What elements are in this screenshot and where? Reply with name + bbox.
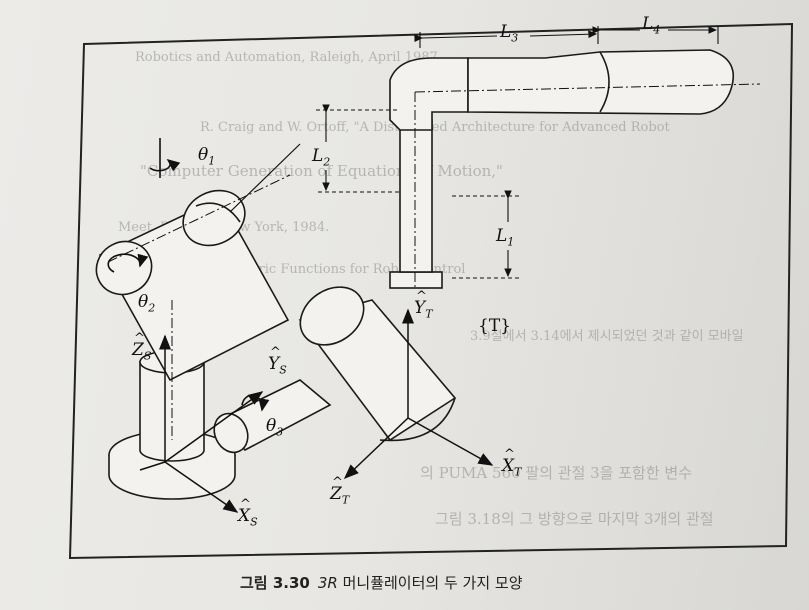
yt-label: YT	[414, 290, 433, 319]
xt-axis	[407, 417, 494, 466]
bleed-through-line: 의 PUMA 560 팔의 관절 3을 포함한 변수	[420, 464, 693, 482]
zs-label: ZS	[132, 332, 151, 361]
bleed-through-line: 3.9절에서 3.14에서 제시되었던 것과 같이 모바일	[470, 329, 744, 344]
caption-italic: 3R	[317, 574, 338, 592]
xt-label: XT	[502, 448, 521, 477]
xs-label: XS	[238, 498, 258, 527]
theta3-label: θ3	[266, 416, 284, 439]
l4-label: L4	[642, 14, 661, 37]
manipulator-right	[389, 49, 735, 289]
ys-axis	[164, 391, 264, 463]
theta2-rotation-arrow	[107, 253, 149, 273]
theta1-rotation-arrow	[149, 158, 181, 172]
zt-axis	[343, 417, 409, 480]
caption-text: 머니퓰레이터의 두 가지 모양	[342, 574, 523, 592]
theta1-label: θ1	[198, 145, 216, 168]
ys-label: YS	[268, 346, 287, 375]
figure-caption: 그림 3.30 3R 머니퓰레이터의 두 가지 모양	[240, 572, 600, 593]
xs-axis	[164, 461, 239, 513]
bleed-through-line: 그림 3.18의 그 방향으로 마지막 3개의 관절	[435, 510, 714, 528]
bleed-through-line: R. Craig and W. Ortoff, "A Distributed A…	[200, 120, 670, 135]
l2-label: L2	[312, 146, 331, 169]
figure-border	[68, 22, 794, 560]
zt-label: ZT	[330, 476, 349, 505]
tool-frame-label: {T}	[478, 316, 511, 336]
theta2-label: θ2	[138, 292, 156, 315]
l1-label: L1	[496, 226, 515, 249]
l3-label: L3	[500, 22, 519, 45]
bleed-through-line: Robotics and Automation, Raleigh, April …	[135, 50, 442, 65]
caption-number: 그림 3.30	[240, 574, 310, 592]
